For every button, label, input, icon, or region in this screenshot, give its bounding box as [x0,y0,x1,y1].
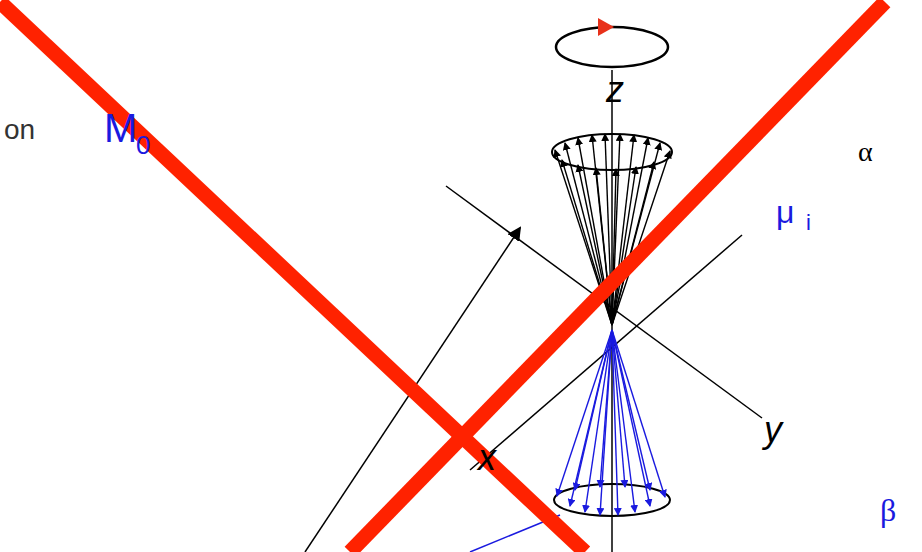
vector-label: M [104,108,137,148]
axis-label: x [478,440,496,476]
state-label: α [858,138,873,166]
moment-subscript: i [806,212,811,234]
caption-fragment: on [4,116,35,144]
axis-label: z [606,72,624,108]
state-label: β [880,494,896,526]
moment-label: μ [776,196,794,228]
axis-label: y [764,412,782,448]
vector-subscript: 0 [136,132,150,158]
